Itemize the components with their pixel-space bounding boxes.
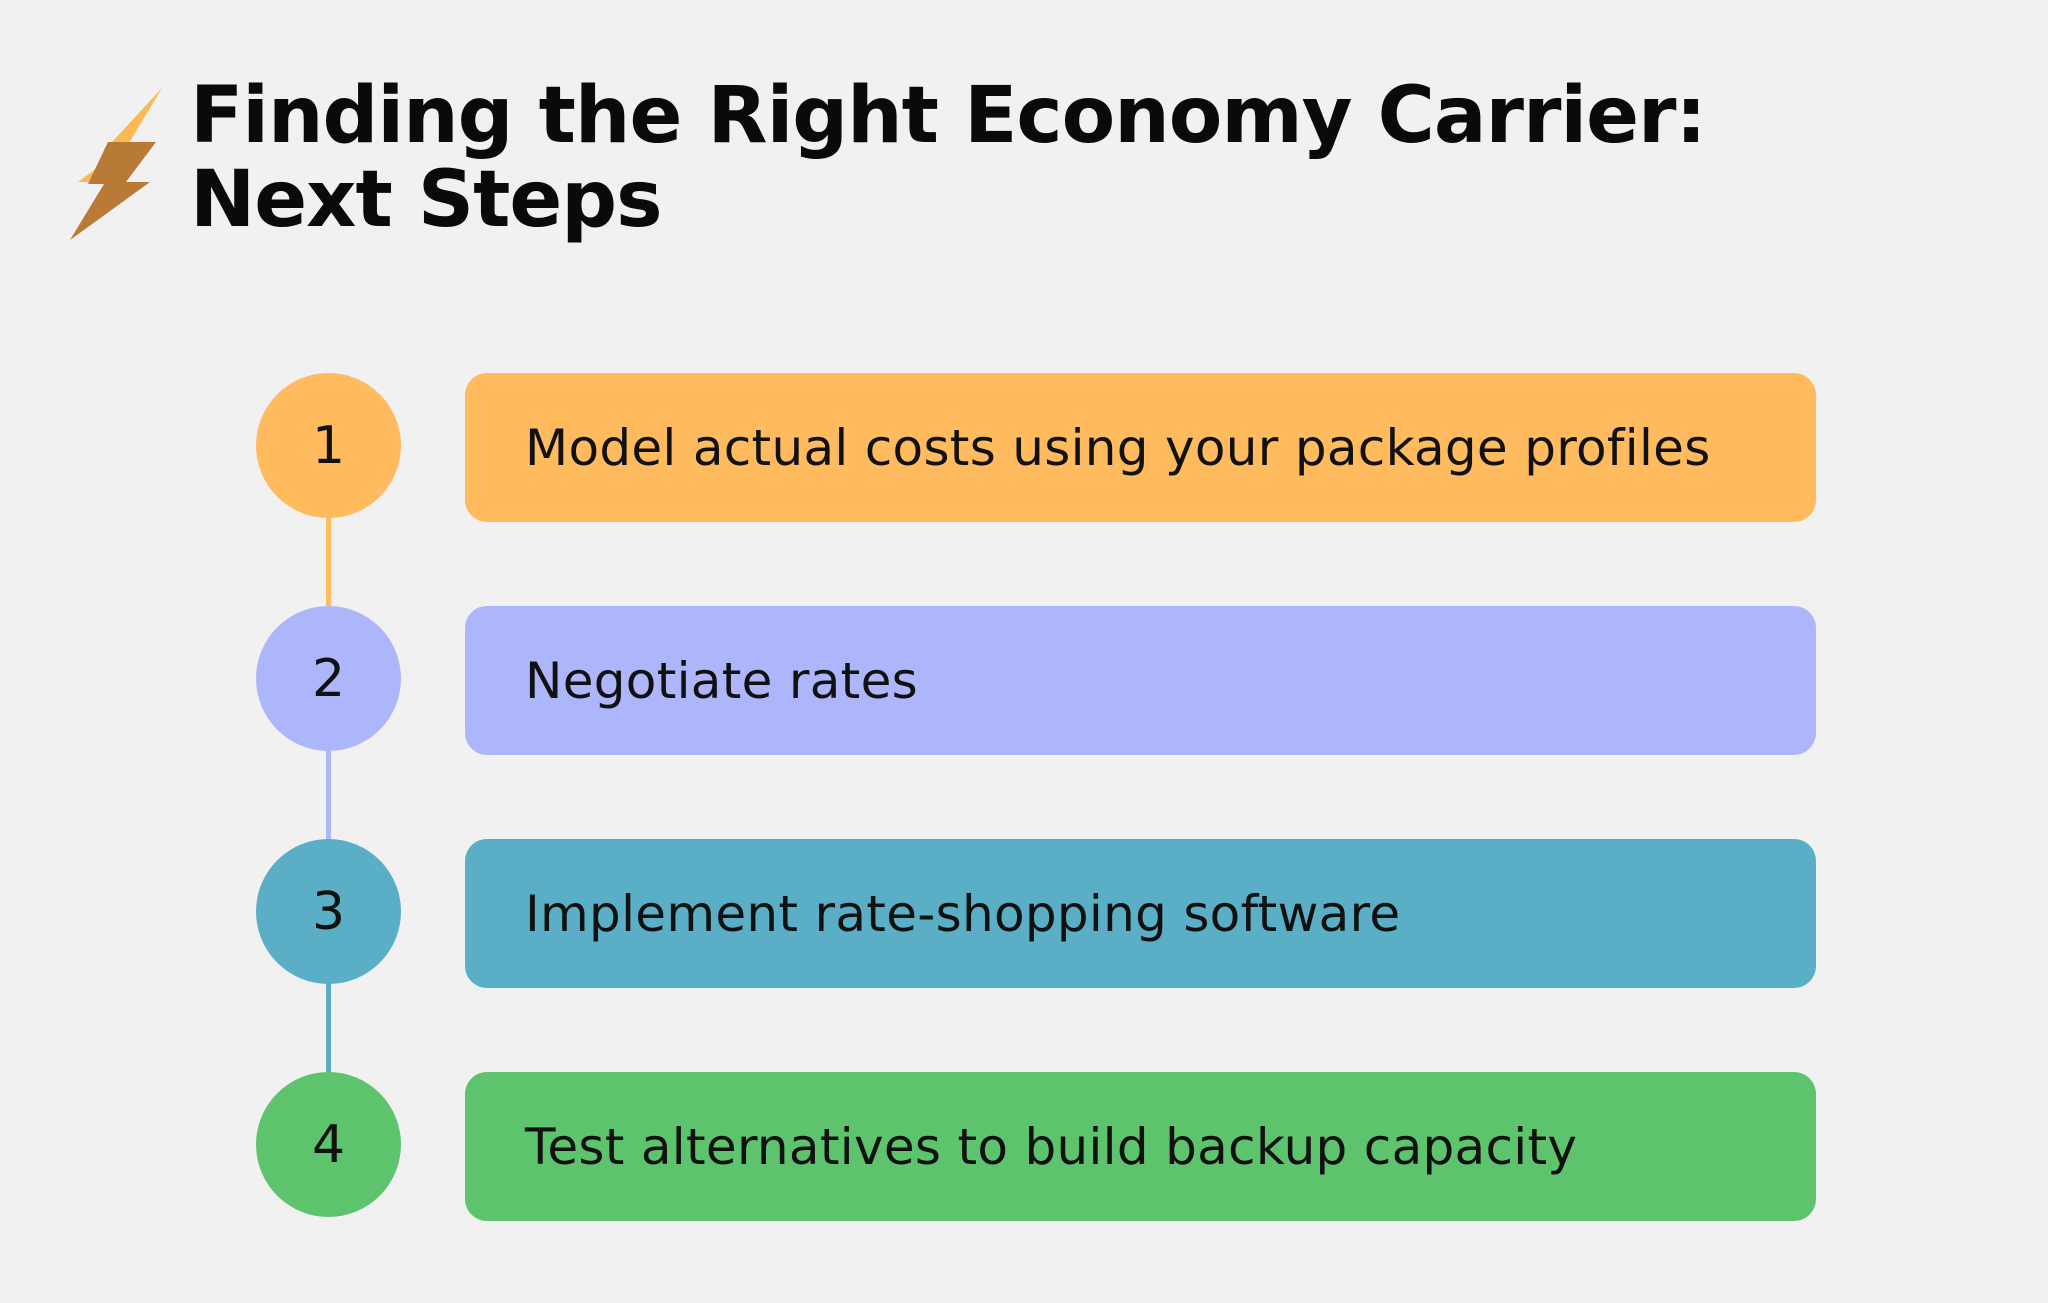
lightning-bolt-icon — [70, 88, 162, 240]
connector-2-3 — [326, 750, 331, 840]
connector-3-4 — [326, 983, 331, 1073]
page-title: Finding the Right Economy Carrier: Next … — [190, 71, 1707, 245]
step-label: Implement rate-shopping software — [525, 884, 1401, 943]
step-box: Implement rate-shopping software — [465, 839, 1816, 988]
step-number: 1 — [311, 415, 346, 476]
step-box: Test alternatives to build backup capaci… — [465, 1072, 1816, 1221]
step-label: Model actual costs using your package pr… — [525, 418, 1711, 477]
connector-1-2 — [326, 517, 331, 607]
step-box: Model actual costs using your package pr… — [465, 373, 1816, 522]
step-number: 3 — [311, 881, 346, 942]
title-line-1: Finding the Right Economy Carrier: — [190, 71, 1707, 161]
step-box: Negotiate rates — [465, 606, 1816, 755]
title-line-2: Next Steps — [190, 155, 663, 245]
step-number-circle: 1 — [256, 373, 401, 518]
step-label: Negotiate rates — [525, 651, 919, 710]
step-number-circle: 2 — [256, 606, 401, 751]
step-label: Test alternatives to build backup capaci… — [525, 1117, 1578, 1176]
step-number-circle: 3 — [256, 839, 401, 984]
step-number-circle: 4 — [256, 1072, 401, 1217]
step-number: 2 — [311, 648, 346, 709]
step-number: 4 — [311, 1114, 346, 1175]
